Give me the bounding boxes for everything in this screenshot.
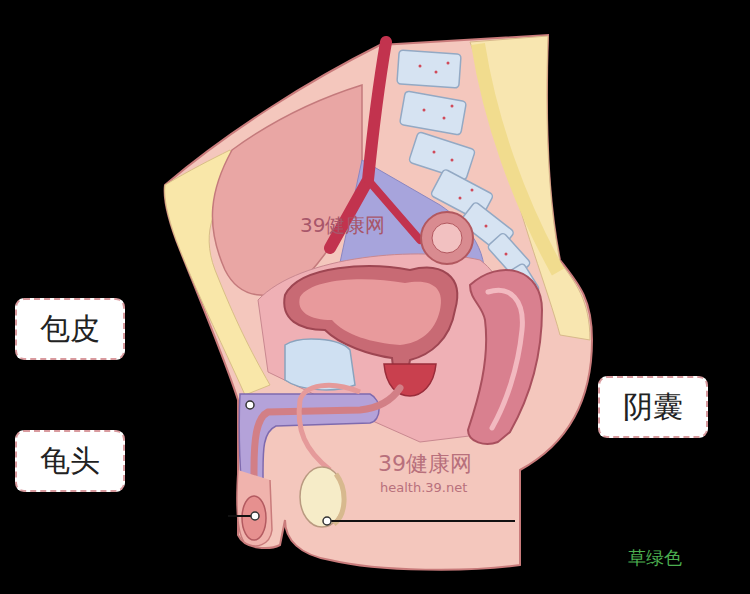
testis	[300, 467, 344, 527]
bladder-lumen	[299, 279, 441, 345]
body-skin	[165, 35, 592, 570]
spermatic-cord	[299, 385, 360, 470]
part-label: 龟头	[40, 444, 100, 479]
leader-dot	[246, 401, 254, 409]
label-box: 龟头	[15, 430, 125, 492]
leader-line	[228, 515, 251, 517]
pubic-bone	[285, 339, 355, 390]
sigmoid-colon	[421, 212, 473, 264]
watermark: 39健康网	[300, 214, 385, 236]
leader-line	[331, 520, 515, 522]
label-box: 包皮	[15, 298, 125, 360]
vertebra	[400, 91, 467, 135]
label-box: 阴囊	[598, 376, 708, 438]
rectum-lumen	[488, 290, 522, 428]
color-note: 草绿色	[628, 548, 682, 568]
watermark: 39健康网	[378, 452, 472, 476]
foreskin	[237, 470, 272, 546]
glans	[242, 496, 266, 540]
rectum	[468, 270, 542, 444]
leader-dot	[251, 512, 259, 520]
vertebrae	[397, 50, 540, 299]
prostate	[384, 364, 436, 396]
vertebra	[397, 50, 461, 88]
epididymis	[334, 474, 344, 524]
watermark: health.39.net	[380, 481, 467, 495]
part-label: 包皮	[40, 312, 100, 347]
part-label: 阴囊	[623, 390, 683, 425]
sigmoid-lumen	[432, 223, 462, 253]
leader-dot	[323, 517, 331, 525]
